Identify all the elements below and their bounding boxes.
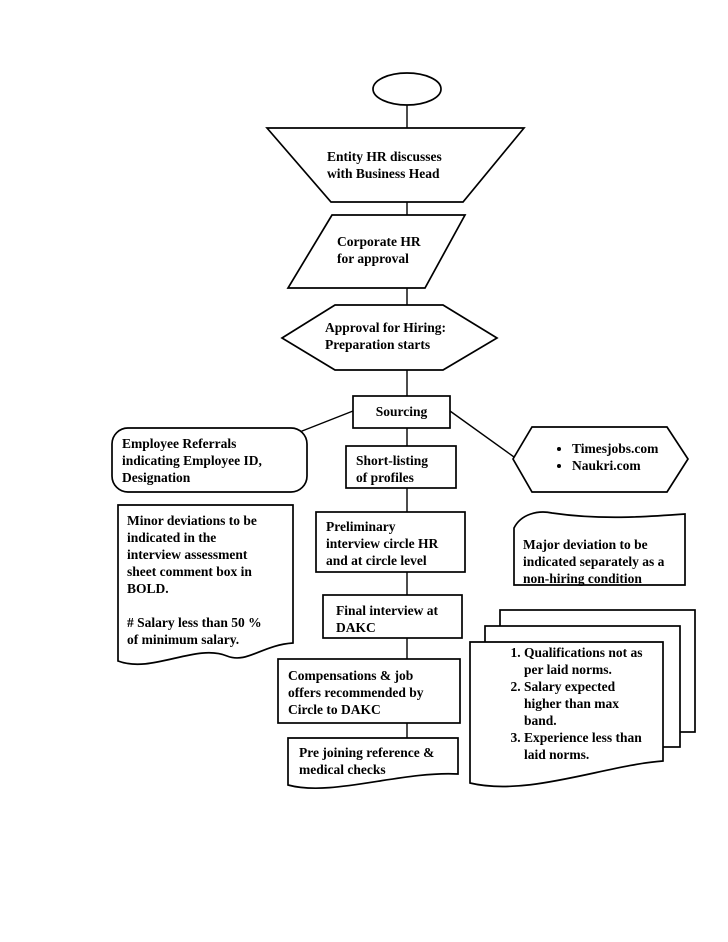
connector-lines [296, 105, 515, 738]
employee-referrals-label: Employee Referrals indicating Employee I… [122, 436, 262, 485]
preliminary-interview-label: Preliminary interview circle HR and at c… [326, 519, 439, 568]
preliminary-interview-box-shape [315, 511, 466, 573]
short-listing-box-shape [345, 445, 457, 489]
compensation-box-shape [277, 658, 461, 724]
connector-sourcing-portals [449, 410, 515, 458]
job-portals-hexagon-shape [512, 426, 690, 493]
corporate-hr-parallelogram-shape [286, 214, 467, 289]
job-portals-list: Timesjobs.com Naukri.com [545, 440, 702, 474]
rejection-criteria-item: Salary expected higher than max band. [524, 678, 679, 729]
minor-deviations-document-shape [117, 504, 294, 666]
compensation-offers-label: Compensations & job offers recommended b… [288, 668, 424, 717]
node-shapes [111, 72, 696, 789]
pre-joining-document-shape [287, 737, 459, 789]
job-portal-item: Naukri.com [572, 457, 702, 474]
job-portal-item: Timesjobs.com [572, 440, 702, 457]
minor-deviations-label: Minor deviations to be indicated in the … [127, 513, 262, 647]
short-listing-label: Short-listing of profiles [356, 453, 429, 485]
rejection-criteria-item: Experience less than laid norms. [524, 729, 679, 763]
connector-sourcing-referrals [296, 410, 354, 434]
approval-hexagon-shape [280, 304, 499, 371]
rejection-sheet-front-shape [469, 641, 664, 788]
sourcing-box-shape [352, 395, 451, 429]
pre-joining-label: Pre joining reference & medical checks [299, 745, 435, 777]
employee-referrals-rounded-shape [111, 427, 308, 493]
entity-hr-trapezoid-shape [265, 127, 526, 203]
major-deviation-document-shape [513, 511, 686, 586]
approval-hiring-label: Approval for Hiring: Preparation starts [325, 320, 447, 352]
rejection-criteria-list: Qualifications not as per laid norms. Sa… [497, 644, 679, 763]
major-deviation-label: Major deviation to be indicated separate… [523, 537, 665, 586]
corporate-hr-label: Corporate HR for approval [337, 234, 421, 266]
final-interview-label: Final interview at DAKC [336, 603, 438, 635]
rejection-criteria-item: Qualifications not as per laid norms. [524, 644, 679, 678]
start-terminator-shape [372, 72, 442, 106]
entity-hr-label: Entity HR discusses with Business Head [327, 149, 442, 181]
sourcing-label: Sourcing [375, 404, 428, 419]
final-interview-box-shape [322, 594, 463, 639]
